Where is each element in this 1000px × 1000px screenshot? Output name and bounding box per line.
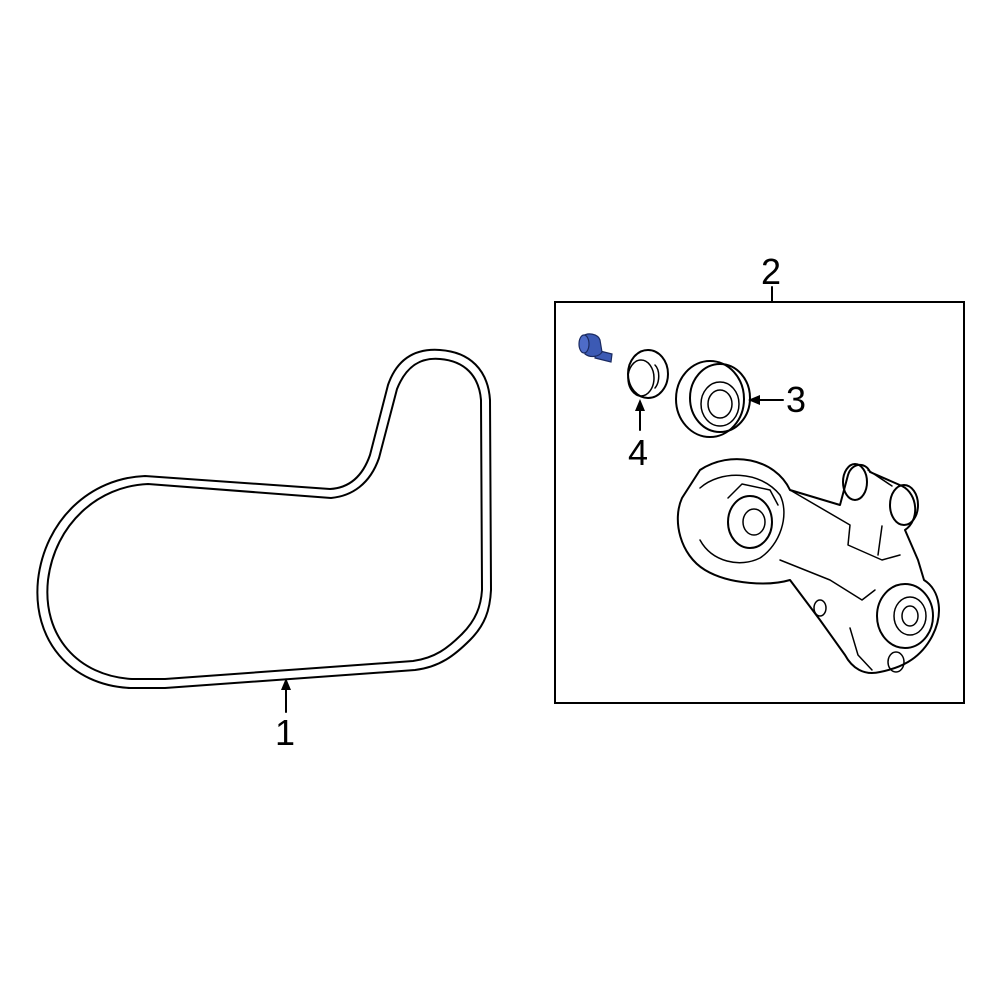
callout-3-leader xyxy=(748,395,784,405)
tensioner-assembly-frame[interactable] xyxy=(554,301,965,704)
serpentine-belt[interactable] xyxy=(36,348,492,689)
tensioner-bracket[interactable] xyxy=(676,458,940,674)
cap-part[interactable] xyxy=(627,349,669,399)
bolt-icon[interactable] xyxy=(578,333,613,363)
callout-4-leader xyxy=(635,399,645,431)
callout-2-label: 2 xyxy=(761,251,781,292)
callout-1-leader xyxy=(281,678,291,713)
callout-1-label: 1 xyxy=(275,712,295,753)
callout-3-label: 3 xyxy=(786,379,806,420)
idler-pulley[interactable] xyxy=(675,360,751,438)
callout-4-label: 4 xyxy=(628,432,648,473)
